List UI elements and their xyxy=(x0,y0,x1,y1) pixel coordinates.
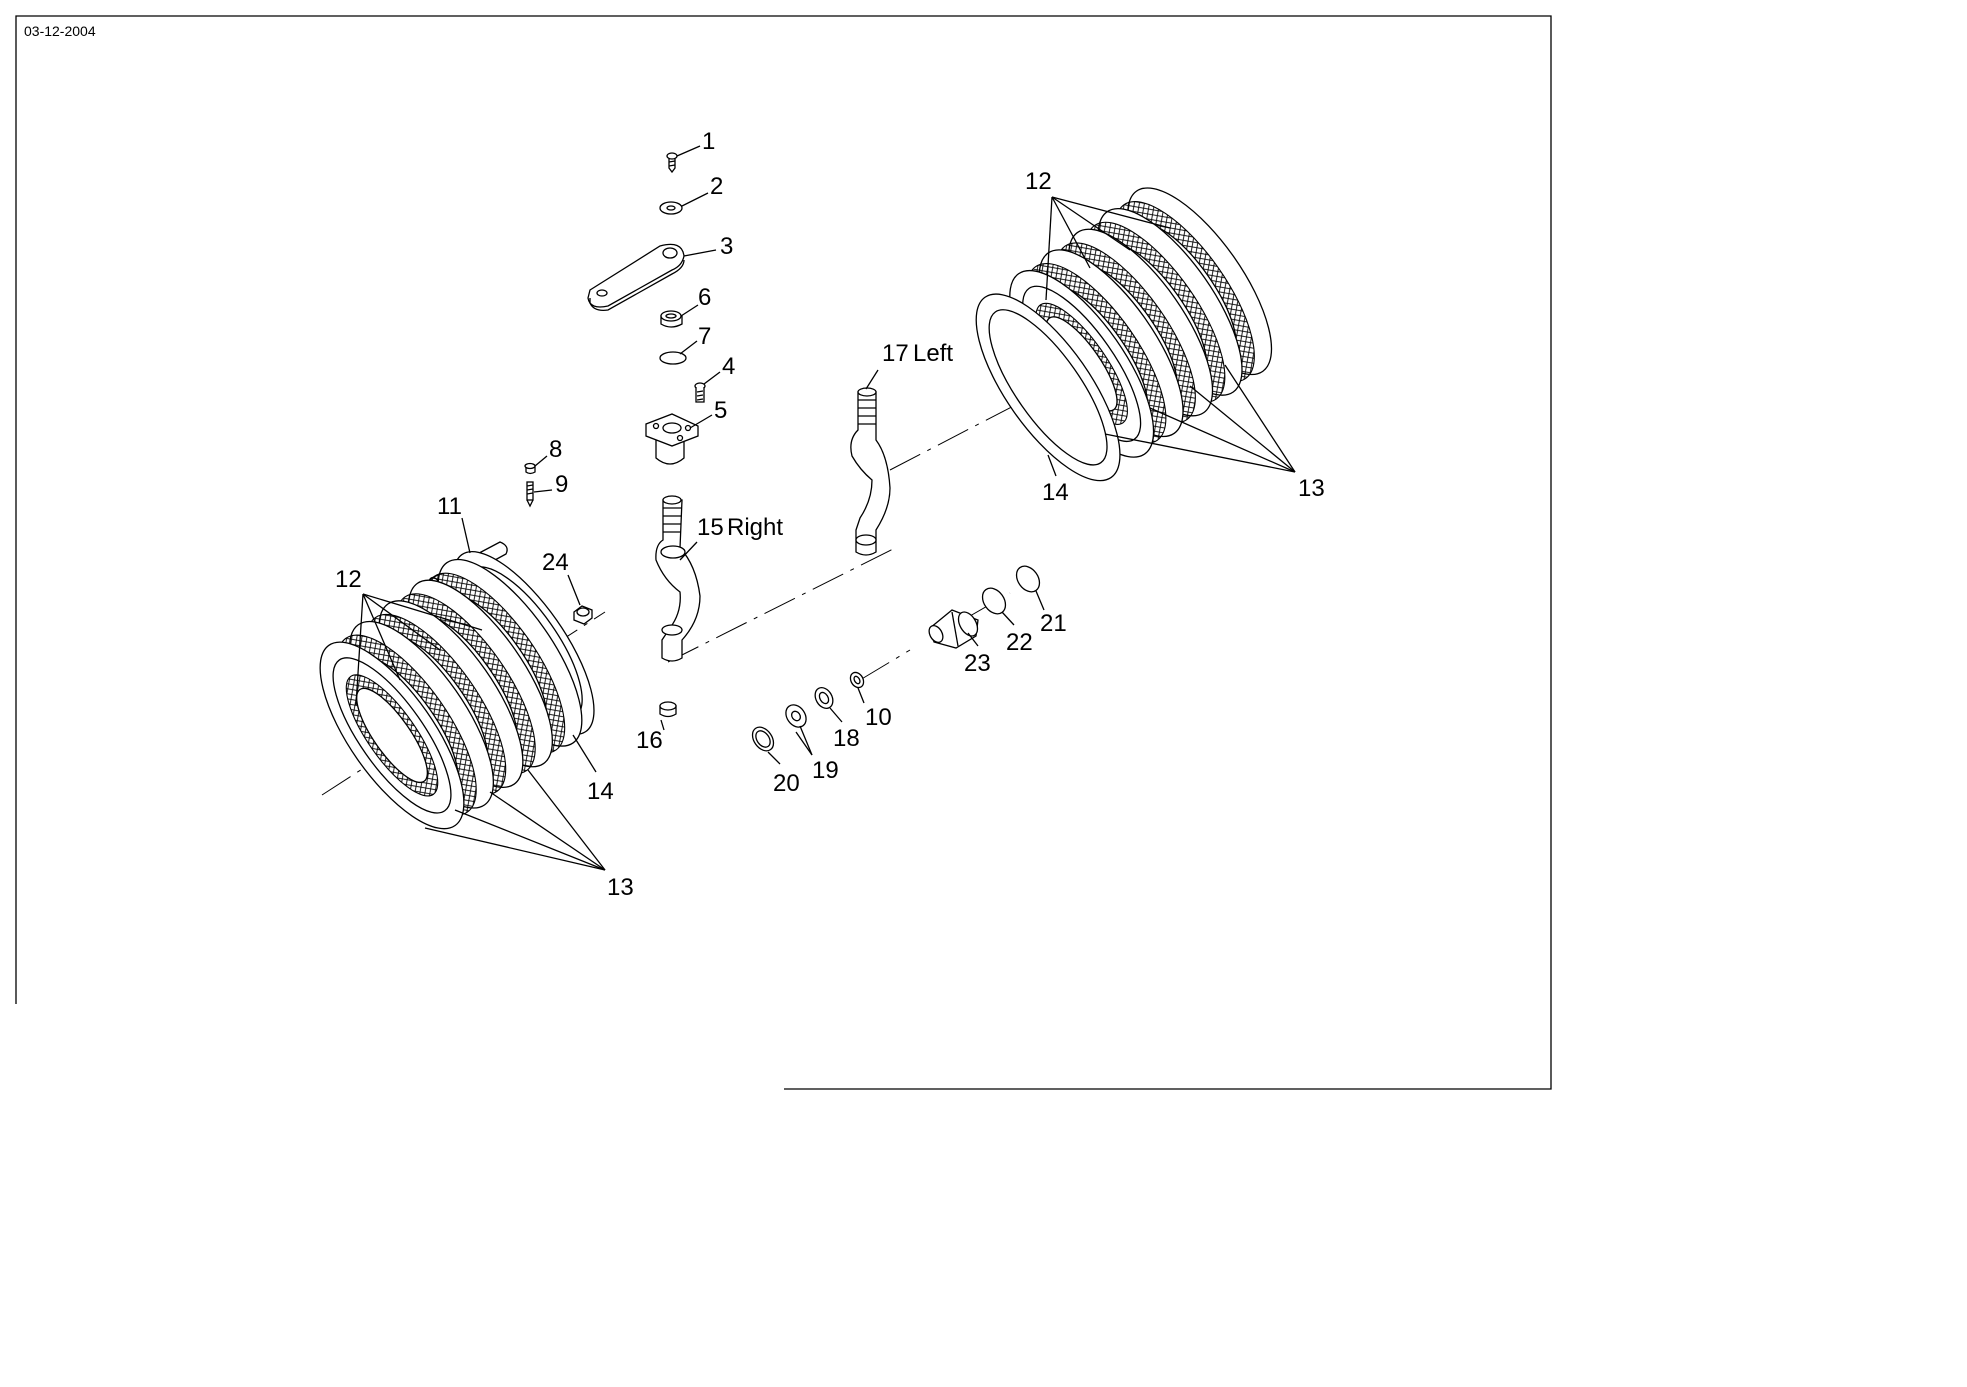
callout-5: 5 xyxy=(714,397,727,424)
part-2-washer xyxy=(659,201,683,215)
part-1-screw xyxy=(666,152,678,174)
callout-19: 19 xyxy=(812,757,839,784)
part-4-bolt xyxy=(694,382,706,403)
part-16-nut xyxy=(659,701,677,718)
callout-22: 22 xyxy=(1006,629,1033,656)
part-19-washer xyxy=(785,704,807,728)
callout-1: 1 xyxy=(702,128,715,155)
callout-labels: 1 2 3 6 7 4 5 8 9 11 24 12 14 13 15 Righ… xyxy=(335,128,1325,901)
callout-6: 6 xyxy=(698,284,711,311)
callout-2: 2 xyxy=(710,173,723,200)
clutch-pack-left xyxy=(319,551,595,830)
clutch-pack-right xyxy=(975,187,1273,482)
callout-15: 15 xyxy=(697,514,724,541)
leader-lines xyxy=(355,145,1296,871)
part-15-right-shaft xyxy=(655,495,701,662)
part-21-ring xyxy=(1015,565,1041,593)
callout-15-side: Right xyxy=(727,514,783,541)
part-20-snap-ring xyxy=(751,726,775,752)
drawing-date: 03-12-2004 xyxy=(24,23,96,39)
callout-11: 11 xyxy=(437,493,462,520)
part-24-plug xyxy=(573,605,593,625)
part-9-stud xyxy=(526,481,534,508)
callout-3: 3 xyxy=(720,233,733,260)
callout-14-left: 14 xyxy=(587,778,614,805)
part-10-washer xyxy=(849,671,865,689)
part-3-lever xyxy=(587,243,685,311)
callout-8: 8 xyxy=(549,436,562,463)
callout-16: 16 xyxy=(636,727,663,754)
callout-10: 10 xyxy=(865,704,892,731)
part-7-o-ring xyxy=(659,351,687,365)
callout-13-left: 13 xyxy=(607,874,634,901)
part-22-o-ring xyxy=(981,587,1007,615)
callout-12-right: 12 xyxy=(1025,168,1052,195)
callout-21: 21 xyxy=(1040,610,1067,637)
callout-23: 23 xyxy=(964,650,991,677)
part-6-bushing xyxy=(660,310,683,328)
callout-17-side: Left xyxy=(913,340,953,367)
exploded-parts-diagram: 1 2 3 6 7 4 5 8 9 11 24 12 14 13 15 Righ… xyxy=(15,15,1552,1090)
callout-20: 20 xyxy=(773,770,800,797)
callout-13-right: 13 xyxy=(1298,475,1325,502)
part-17-left-shaft xyxy=(850,387,891,556)
part-23-sleeve xyxy=(928,609,979,649)
callout-17: 17 xyxy=(882,340,909,367)
callout-12-left: 12 xyxy=(335,566,362,593)
part-8-cap xyxy=(524,462,536,475)
callout-4: 4 xyxy=(722,353,735,380)
callout-24: 24 xyxy=(542,549,569,576)
drawing-frame xyxy=(15,15,1552,1090)
callout-18: 18 xyxy=(833,725,860,752)
part-18-nut xyxy=(814,687,834,709)
callout-14-right: 14 xyxy=(1042,479,1069,506)
callout-9: 9 xyxy=(555,471,568,498)
callout-7: 7 xyxy=(698,323,711,350)
part-5-flange-housing xyxy=(645,413,699,465)
